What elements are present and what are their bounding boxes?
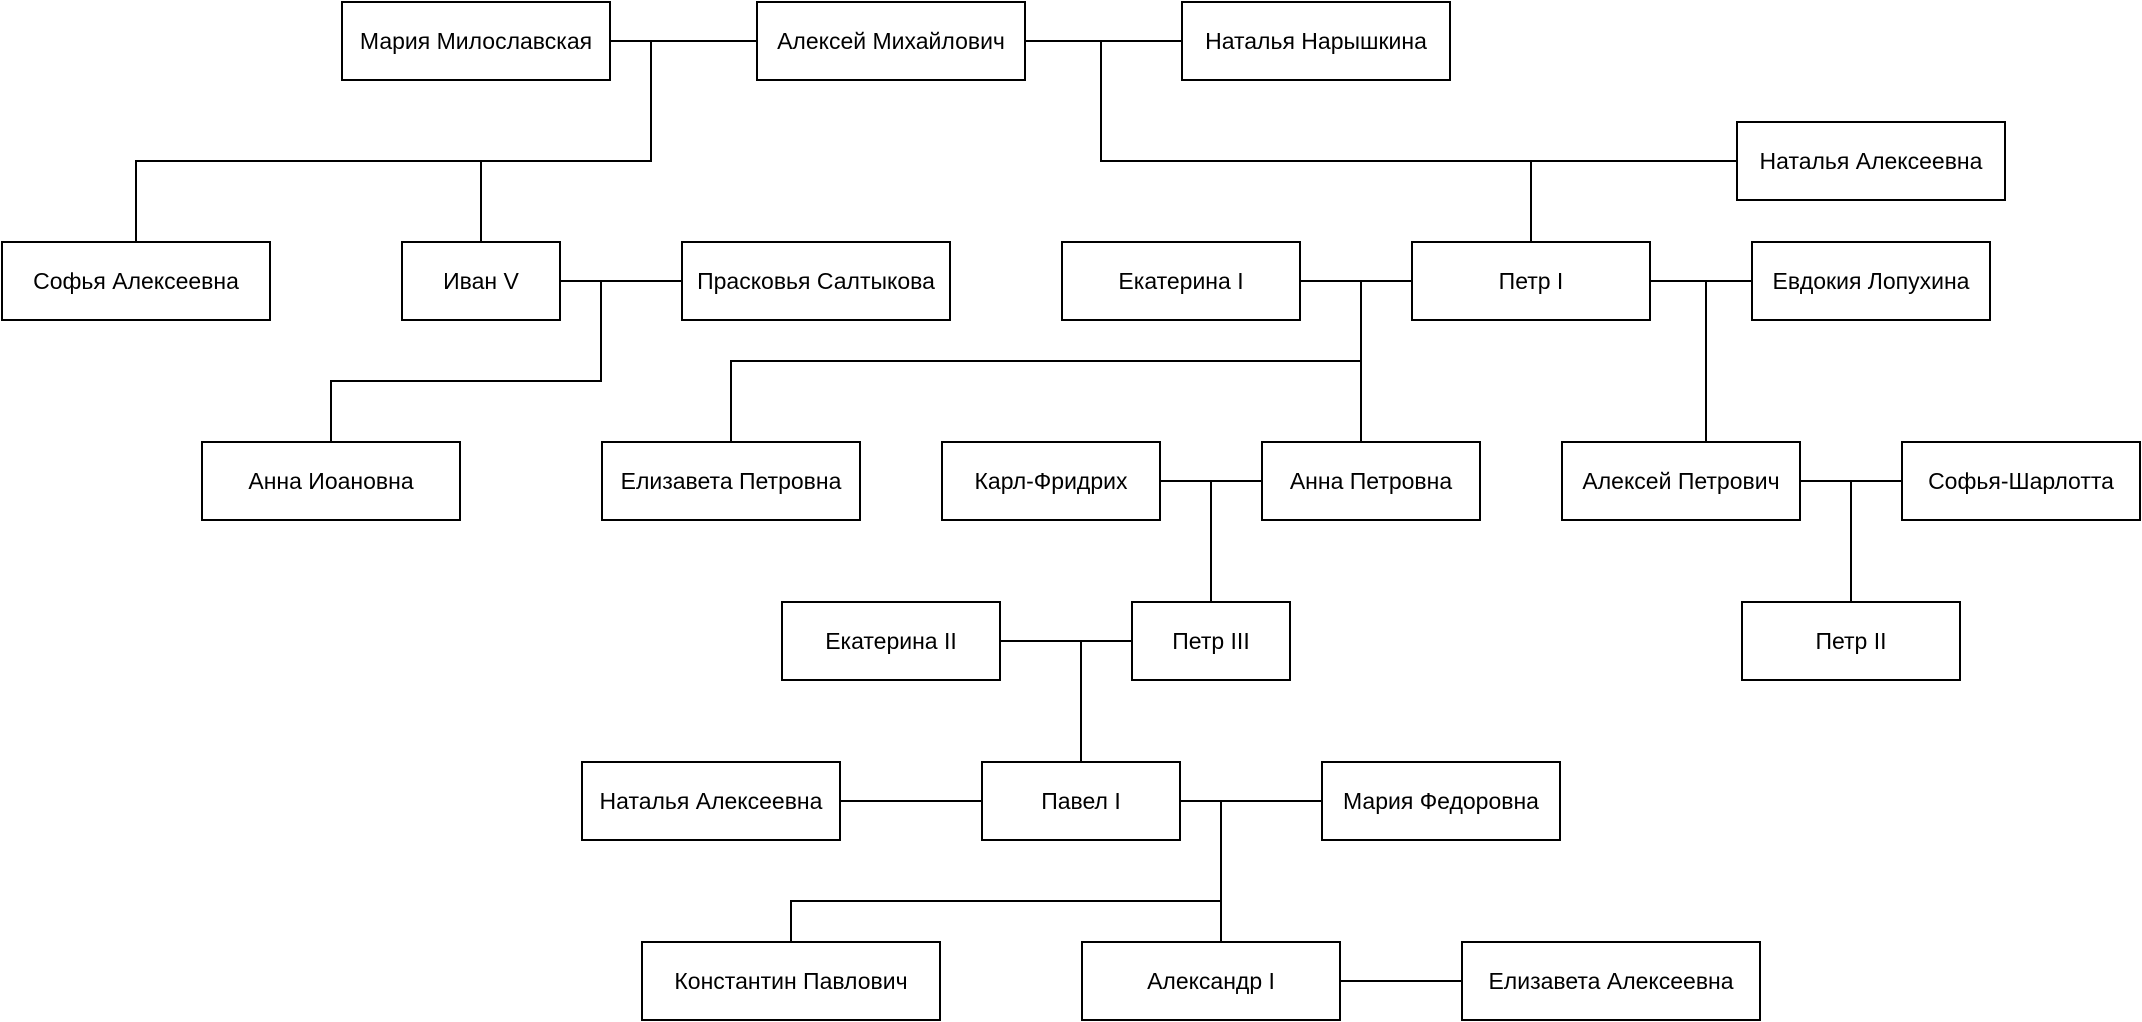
person-box-karl-fridrikh: Карл-Фридрих — [941, 441, 1161, 521]
person-name: Екатерина I — [1118, 267, 1244, 294]
person-box-petr-ii: Петр II — [1741, 601, 1961, 681]
person-name: Константин Павлович — [674, 967, 908, 994]
person-name: Наталья Алексеевна — [1759, 147, 1983, 174]
person-box-mariya-fedorovna: Мария Федоровна — [1321, 761, 1561, 841]
person-box-aleksey-petrovich: Алексей Петрович — [1561, 441, 1801, 521]
person-name: Мария Милославская — [359, 27, 593, 54]
person-name: Евдокия Лопухина — [1772, 267, 1970, 294]
descent-line-natalya-alekseevna — [1100, 41, 1736, 162]
person-box-aleksandr-i: Александр I — [1081, 941, 1341, 1021]
person-name: Елизавета Петровна — [620, 467, 842, 494]
person-box-petr-iii: Петр III — [1131, 601, 1291, 681]
person-box-petr-i: Петр I — [1411, 241, 1651, 321]
person-box-pavel-i: Павел I — [981, 761, 1181, 841]
person-box-konstantin-pavlovich: Константин Павлович — [641, 941, 941, 1021]
person-name: Алексей Петрович — [1582, 467, 1780, 494]
person-box-anna-petrovna: Анна Петровна — [1261, 441, 1481, 521]
person-box-mariya-miloslavskaya: Мария Милославская — [341, 1, 611, 81]
person-box-sofya-alekseevna: Софья Алексеевна — [1, 241, 271, 321]
person-name: Иван V — [443, 267, 519, 294]
person-name: Карл-Фридрих — [974, 467, 1128, 494]
person-box-sofya-sharlotta: Софья-Шарлотта — [1901, 441, 2141, 521]
person-name: Екатерина II — [825, 627, 957, 654]
person-box-ekaterina-i: Екатерина I — [1061, 241, 1301, 321]
person-name: Анна Иоановна — [248, 467, 414, 494]
person-box-natalya-alekseevna-wife: Наталья Алексеевна — [581, 761, 841, 841]
person-name: Софья Алексеевна — [33, 267, 239, 294]
person-box-anna-ioanovna: Анна Иоановна — [201, 441, 461, 521]
person-box-elizaveta-petrovna: Елизавета Петровна — [601, 441, 861, 521]
person-name: Елизавета Алексеевна — [1488, 967, 1734, 994]
person-name: Анна Петровна — [1289, 467, 1453, 494]
person-name: Наталья Нарышкина — [1205, 27, 1427, 54]
person-name: Алексей Михайлович — [777, 27, 1005, 54]
person-box-natalya-alekseevna-sister: Наталья Алексеевна — [1736, 121, 2006, 201]
descent-line-sofya — [135, 41, 652, 241]
person-box-ekaterina-ii: Екатерина II — [781, 601, 1001, 681]
person-name: Петр II — [1815, 627, 1887, 654]
person-name: Петр I — [1498, 267, 1564, 294]
person-name: Прасковья Салтыкова — [697, 267, 935, 294]
person-box-evdokiya-lopukhina: Евдокия Лопухина — [1751, 241, 1991, 321]
person-box-aleksey-mikhaylovich: Алексей Михайлович — [756, 1, 1026, 81]
person-name: Мария Федоровна — [1343, 787, 1539, 814]
descent-line-anna-ioanovna — [330, 281, 602, 441]
person-box-ivan-v: Иван V — [401, 241, 561, 321]
descent-line-konstantin — [790, 900, 1221, 941]
person-box-elizaveta-alekseevna: Елизавета Алексеевна — [1461, 941, 1761, 1021]
person-name: Александр I — [1147, 967, 1275, 994]
person-name: Софья-Шарлотта — [1928, 467, 2114, 494]
person-box-praskovya-saltykova: Прасковья Салтыкова — [681, 241, 951, 321]
person-name: Наталья Алексеевна — [599, 787, 823, 814]
person-name: Павел I — [1041, 787, 1121, 814]
descent-line-elizaveta-petrovna — [730, 360, 1361, 441]
person-box-natalya-naryshkina: Наталья Нарышкина — [1181, 1, 1451, 81]
person-name: Петр III — [1172, 627, 1250, 654]
